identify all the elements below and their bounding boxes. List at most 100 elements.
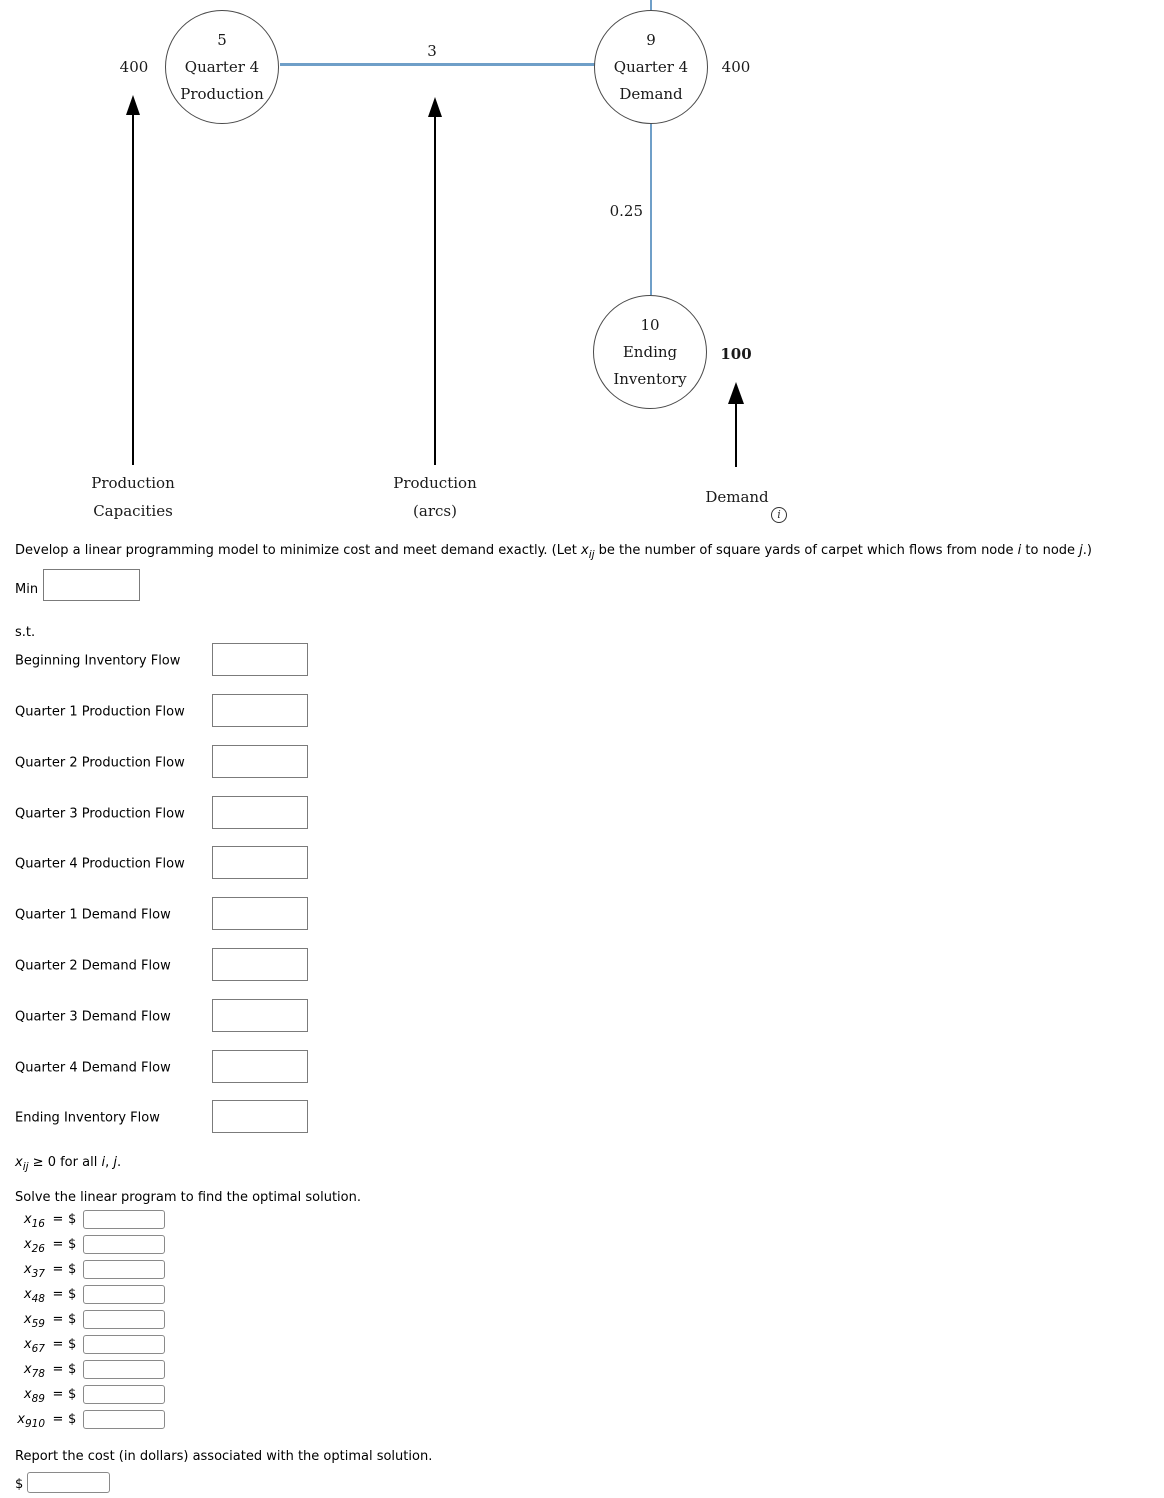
constraint-input-beginning-inventory[interactable] [212,643,308,676]
solution-row-x89: x89 = $ [0,1385,300,1407]
constraint-label: Ending Inventory Flow [15,1110,160,1125]
solution-variable: x910 [17,1412,45,1430]
up-arrowhead-arcs [428,97,442,117]
constraint-row-q3-production: Quarter 3 Production Flow [0,796,420,831]
constraint-row-q2-demand: Quarter 2 Demand Flow [0,948,420,983]
node-label-line2: Production [180,84,264,103]
constraint-input-q2-demand[interactable] [212,948,308,981]
solution-row-x67: x67 = $ [0,1335,300,1357]
solution-input-x37[interactable] [83,1260,165,1279]
node-ending-inventory: 10 Ending Inventory [593,295,707,409]
info-icon[interactable]: i [771,507,787,523]
statement-part1: Develop a linear programming model to mi… [15,543,581,558]
constraint-row-q4-production: Quarter 4 Production Flow [0,846,420,881]
min-label: Min [15,582,39,597]
up-arrowhead-capacities [126,95,140,115]
dollar-sign: $ [68,1312,77,1327]
constraint-row-q4-demand: Quarter 4 Demand Flow [0,1050,420,1085]
equals-sign: = [52,1412,64,1427]
statement-part2: be the number of square yards of carpet … [594,543,1018,558]
dollar-sign: $ [68,1412,77,1427]
solution-variable-subscript: 37 [31,1268,45,1280]
arc-q4-production-to-demand [280,63,595,66]
node-label-line2: Demand [619,84,683,103]
constraint-label: Quarter 3 Demand Flow [15,1009,171,1024]
solution-variable: x48 [23,1287,45,1305]
solution-variable-subscript: 26 [31,1243,45,1255]
dollar-sign: $ [15,1477,24,1492]
constraint-input-q3-production[interactable] [212,796,308,829]
arc-cost-label-q4: 3 [427,42,437,60]
constraint-input-q3-demand[interactable] [212,999,308,1032]
up-arrow-line-demand [735,402,737,467]
variable-x-subscript: ij [22,1161,29,1173]
statement-part4: .) [1082,543,1092,558]
node-quarter4-demand: 9 Quarter 4 Demand [594,10,708,124]
constraint-input-ending-inventory[interactable] [212,1100,308,1133]
variable-x: x [15,1155,23,1170]
constraint-label: Quarter 2 Demand Flow [15,958,171,973]
equals-sign: = [52,1312,64,1327]
constraint-label: Quarter 3 Production Flow [15,806,185,821]
variable-x: x [580,543,589,558]
node-j: j [1079,543,1083,558]
constraint-input-q1-demand[interactable] [212,897,308,930]
solution-input-x89[interactable] [83,1385,165,1404]
solution-variable-subscript: 48 [31,1293,45,1305]
column-label-production-capacities-line1: Production [91,474,175,492]
solution-variable-subscript: 67 [31,1343,45,1355]
constraint-row-q3-demand: Quarter 3 Demand Flow [0,999,420,1034]
solution-input-x48[interactable] [83,1285,165,1304]
constraint-row-ending-inventory: Ending Inventory Flow [0,1100,420,1135]
solution-input-x78[interactable] [83,1360,165,1379]
solution-input-x26[interactable] [83,1235,165,1254]
problem-statement: Develop a linear programming model to mi… [15,542,1155,561]
capacity-label-q4: 400 [119,58,149,76]
solution-variable: x67 [23,1337,45,1355]
report-cost-input[interactable] [27,1472,110,1493]
constraint-input-q2-production[interactable] [212,745,308,778]
equals-sign: = [52,1362,64,1377]
solution-variable: x26 [23,1237,45,1255]
constraint-label: Beginning Inventory Flow [15,653,181,668]
statement-part3: to node [1021,543,1080,558]
solution-row-x16: x16 = $ [0,1210,300,1232]
solve-instruction: Solve the linear program to find the opt… [15,1190,361,1205]
dollar-sign: $ [68,1237,77,1252]
node-label-line1: Quarter 4 [613,57,689,76]
objective-function-input[interactable] [43,569,140,601]
nonneg-period: . [116,1155,122,1170]
variable-x-subscript: ij [588,549,595,561]
dollar-sign: $ [68,1212,77,1227]
node-id: 5 [217,30,227,49]
solution-variable-subscript: 910 [24,1418,45,1430]
report-cost-instruction: Report the cost (in dollars) associated … [15,1449,433,1464]
nonneg-text: ≥ 0 for all [28,1155,102,1170]
equals-sign: = [52,1212,64,1227]
solution-input-x16[interactable] [83,1210,165,1229]
column-label-demand: Demand [705,488,769,506]
dollar-sign: $ [68,1387,77,1402]
solution-input-x910[interactable] [83,1410,165,1429]
node-id: 9 [646,30,656,49]
solution-row-x26: x26 = $ [0,1235,300,1257]
equals-sign: = [52,1237,64,1252]
demand-label-q4: 400 [721,58,751,76]
constraint-input-q4-demand[interactable] [212,1050,308,1083]
node-quarter4-production: 5 Quarter 4 Production [165,10,279,124]
constraint-row-beginning-inventory: Beginning Inventory Flow [0,643,420,678]
constraint-row-q1-demand: Quarter 1 Demand Flow [0,897,420,932]
constraint-label: Quarter 2 Production Flow [15,755,185,770]
node-id: 10 [640,315,660,334]
dollar-sign: $ [68,1337,77,1352]
solution-row-x78: x78 = $ [0,1360,300,1382]
constraint-input-q1-production[interactable] [212,694,308,727]
node-i: i [1017,543,1022,558]
solution-row-x59: x59 = $ [0,1310,300,1332]
constraint-input-q4-production[interactable] [212,846,308,879]
demand-label-ending-inventory: 100 [720,345,752,363]
solution-row-x37: x37 = $ [0,1260,300,1282]
nonneg-comma: , [105,1155,114,1170]
solution-input-x59[interactable] [83,1310,165,1329]
solution-input-x67[interactable] [83,1335,165,1354]
